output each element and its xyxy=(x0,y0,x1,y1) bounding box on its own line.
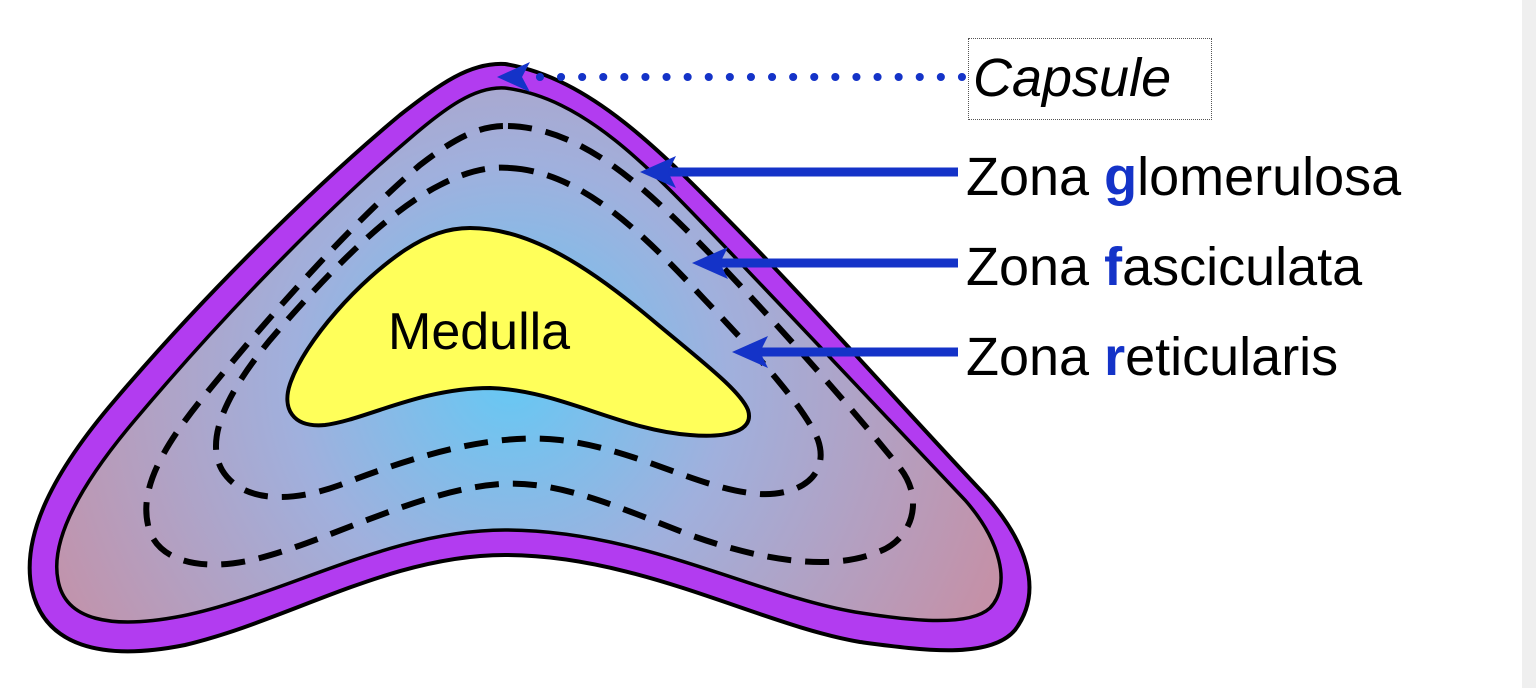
zone-suffix: eticularis xyxy=(1125,327,1339,387)
key-letter-g: g xyxy=(1104,147,1138,207)
zone-fasciculata-label: Zona fasciculata xyxy=(966,240,1362,294)
zone-reticularis-label: Zona reticularis xyxy=(966,330,1338,384)
zone-prefix: Zona xyxy=(966,327,1105,387)
medulla-label: Medulla xyxy=(388,303,571,361)
glomerulosa-arrowhead xyxy=(640,156,676,188)
reticularis-arrowhead xyxy=(732,336,768,368)
fasciculata-arrowhead xyxy=(692,247,728,279)
zone-prefix: Zona xyxy=(966,147,1105,207)
key-letter-r: r xyxy=(1104,327,1126,387)
zone-glomerulosa-label: Zona glomerulosa xyxy=(966,150,1401,204)
page-edge-strip xyxy=(1522,0,1536,688)
zone-suffix: asciculata xyxy=(1122,237,1363,297)
zone-suffix: lomerulosa xyxy=(1137,147,1402,207)
key-letter-f: f xyxy=(1104,237,1123,297)
medulla-core xyxy=(285,225,751,438)
solid-arrow-icon xyxy=(640,156,958,368)
zone-prefix: Zona xyxy=(966,237,1105,297)
capsule-label: Capsule xyxy=(968,38,1212,120)
zone-boundary-outer xyxy=(143,122,917,568)
dotted-arrow-icon xyxy=(497,62,530,92)
